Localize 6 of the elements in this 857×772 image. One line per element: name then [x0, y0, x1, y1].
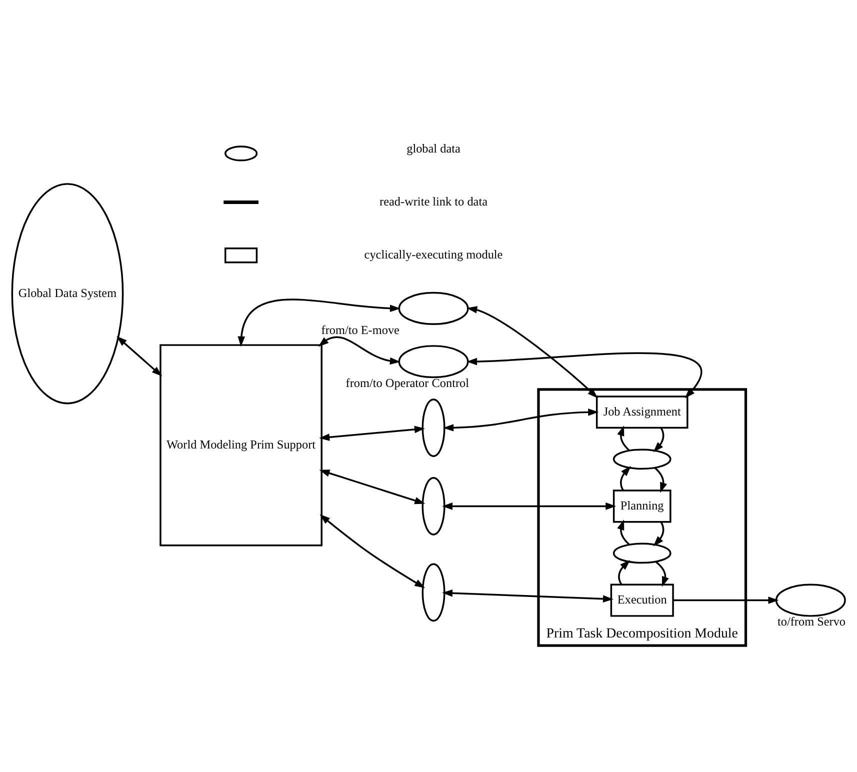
legend-label: cyclically-executing module	[364, 248, 503, 262]
legend-label: read-write link to data	[380, 194, 488, 208]
node-label: from/to Operator Control	[346, 376, 469, 390]
node-label: to/from Servo	[778, 614, 846, 629]
legend-label: global data	[406, 141, 460, 156]
node-label: from/to E-move	[321, 322, 400, 337]
